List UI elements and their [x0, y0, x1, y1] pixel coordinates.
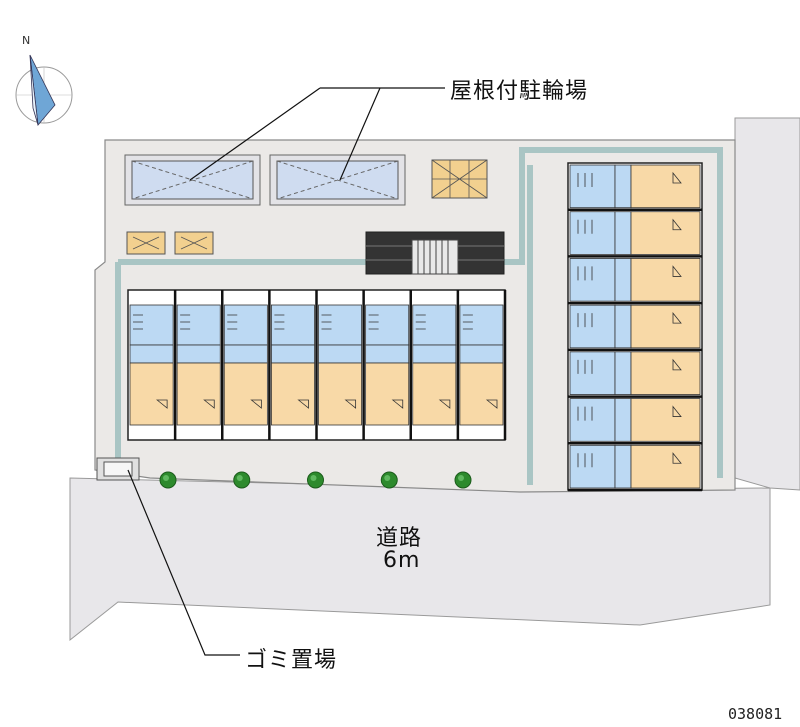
road-name-label: 道路 — [376, 526, 423, 551]
bicycle-parking-label: 屋根付駐輪場 — [450, 79, 589, 104]
right-unit — [568, 258, 702, 305]
right-unit — [568, 398, 702, 445]
left-unit — [412, 290, 460, 440]
left-unit — [176, 290, 224, 440]
left-unit — [223, 290, 271, 440]
right-unit — [568, 211, 702, 258]
left-unit — [365, 290, 412, 440]
left-building — [127, 289, 507, 441]
left-unit — [129, 290, 177, 440]
storage-box — [431, 159, 488, 199]
trees — [159, 471, 472, 489]
road-width-label: 6m — [383, 548, 421, 573]
staircase — [365, 231, 505, 275]
bicycle-parking-2 — [269, 154, 406, 206]
compass-rose — [15, 54, 73, 126]
property-code: 038081 — [728, 705, 783, 723]
right-unit — [568, 444, 702, 492]
right-unit — [568, 304, 702, 352]
tree — [380, 471, 398, 489]
left-unit — [270, 290, 318, 440]
left-unit — [459, 290, 507, 440]
garbage-leader — [127, 469, 240, 656]
north-label: N — [22, 34, 31, 47]
bike-rack-1 — [126, 231, 166, 255]
tree — [159, 471, 177, 489]
tree — [454, 471, 472, 489]
bicycle-parking-1 — [124, 154, 261, 206]
left-unit — [318, 290, 365, 440]
tree — [233, 471, 251, 489]
right-unit — [568, 164, 702, 211]
bicycle-leader — [189, 87, 445, 181]
garbage-area — [96, 457, 140, 481]
garbage-label: ゴミ置場 — [245, 648, 338, 673]
right-building — [567, 162, 703, 492]
bike-rack-2 — [174, 231, 214, 255]
tree — [307, 471, 324, 489]
right-unit — [568, 351, 702, 398]
side-road — [734, 117, 800, 491]
